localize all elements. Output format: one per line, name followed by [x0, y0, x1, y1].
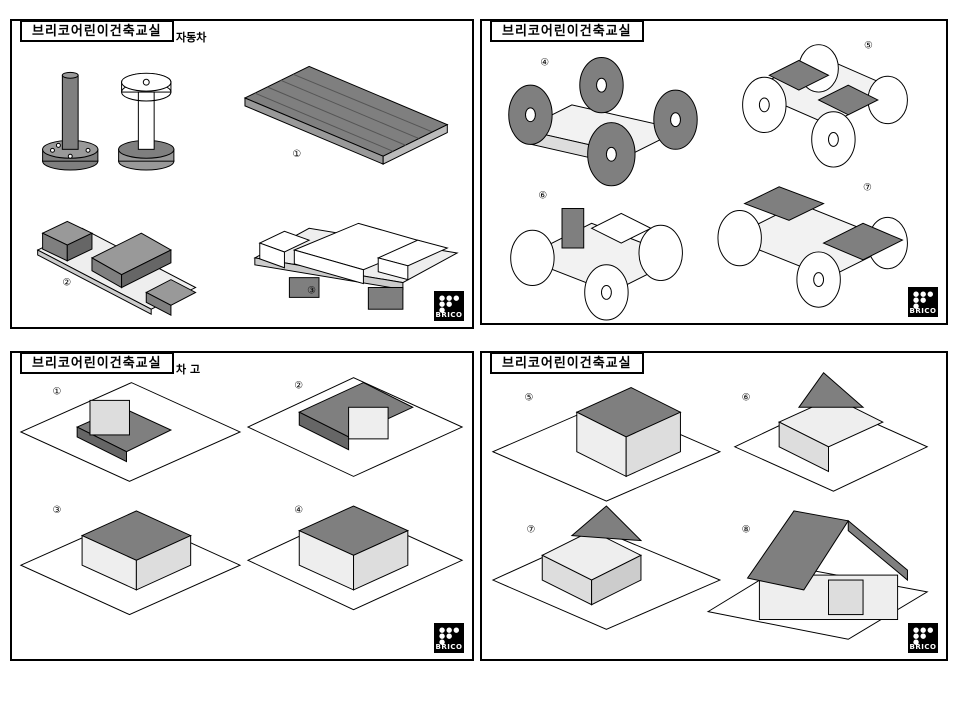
garage-step4-model	[246, 505, 464, 611]
garage-step5-model	[491, 387, 722, 502]
flat-plate-part	[243, 65, 449, 165]
brico-logo: ●●●●●● BRICO	[434, 623, 464, 653]
panel-header: 브리코어린이건축교실	[20, 353, 174, 374]
logo-dots-icon: ●●●●●●	[913, 626, 935, 646]
logo-dots-icon: ●●●●●●	[913, 290, 935, 310]
garage-step8-model	[706, 510, 929, 640]
garage-step7-model	[491, 505, 722, 630]
brico-logo: ●●●●●● BRICO	[908, 623, 938, 653]
car-step6-model	[510, 208, 683, 321]
garage-steps-1-4-illustration: ① ② ③ ④	[19, 377, 464, 616]
dark-axle-part	[42, 71, 99, 171]
base-with-dark-blocks	[36, 220, 197, 316]
panel-header: 브리코어린이건축교실	[490, 21, 644, 42]
panel-header: 브리코어린이건축교실	[490, 353, 644, 374]
garage-step1-model	[19, 382, 242, 482]
step-number: ③	[52, 505, 61, 516]
logo-text: BRICO	[909, 643, 937, 651]
logo-text: BRICO	[909, 307, 937, 315]
step-number: ⑥	[742, 392, 751, 403]
garage-step6-model	[733, 372, 929, 492]
step-number: ③	[307, 285, 316, 296]
logo-text: BRICO	[435, 311, 463, 319]
logo-dots-icon: ●●●●●●	[439, 626, 461, 646]
panel-header: 브리코어린이건축교실	[20, 21, 174, 42]
light-axle-part	[118, 72, 175, 171]
step-number: ④	[294, 505, 303, 516]
panel-subtitle: 자동차	[176, 31, 207, 44]
car-parts-illustration: ① ② ③	[36, 65, 459, 316]
garage-steps-5-8-illustration: ⑤ ⑥ ⑦ ⑧	[491, 372, 929, 640]
brico-logo: ●●●●●● BRICO	[908, 287, 938, 317]
car-assembly-illustration: ④ ⑤ ⑥ ⑦	[508, 41, 908, 321]
garage-step2-model	[246, 377, 464, 477]
step-number: ⑦	[863, 183, 872, 194]
brico-logo: ●●●●●● BRICO	[434, 291, 464, 321]
instruction-panel-car-assembly: 브리코어린이건축교실 ④ ⑤ ⑥	[480, 19, 948, 325]
car-step7-model	[717, 186, 908, 308]
garage-step3-model	[19, 510, 242, 616]
instruction-panel-garage-2: 브리코어린이건축교실 ⑤ ⑥ ⑦	[480, 351, 948, 661]
car-step4-model	[508, 57, 698, 187]
instruction-panel-garage-1: 브리코어린이건축교실 차 고 ① ② ③ ④	[10, 351, 474, 661]
instruction-panel-car-parts: 브리코어린이건축교실 자동차	[10, 19, 474, 329]
step-number: ⑧	[742, 525, 751, 536]
logo-dots-icon: ●●●●●●	[439, 294, 461, 314]
plate-with-white-blocks	[253, 222, 459, 310]
step-number: ②	[62, 278, 71, 289]
step-number: ⑤	[524, 392, 533, 403]
step-number: ④	[540, 57, 549, 68]
step-number: ①	[52, 386, 61, 397]
logo-text: BRICO	[435, 643, 463, 651]
step-number: ⑥	[538, 191, 547, 202]
step-number: ②	[294, 381, 303, 392]
car-step5-model	[742, 44, 908, 168]
panel-subtitle: 차 고	[176, 363, 201, 376]
step-number: ①	[292, 149, 301, 160]
step-number: ⑤	[864, 41, 873, 52]
step-number: ⑦	[526, 525, 535, 536]
